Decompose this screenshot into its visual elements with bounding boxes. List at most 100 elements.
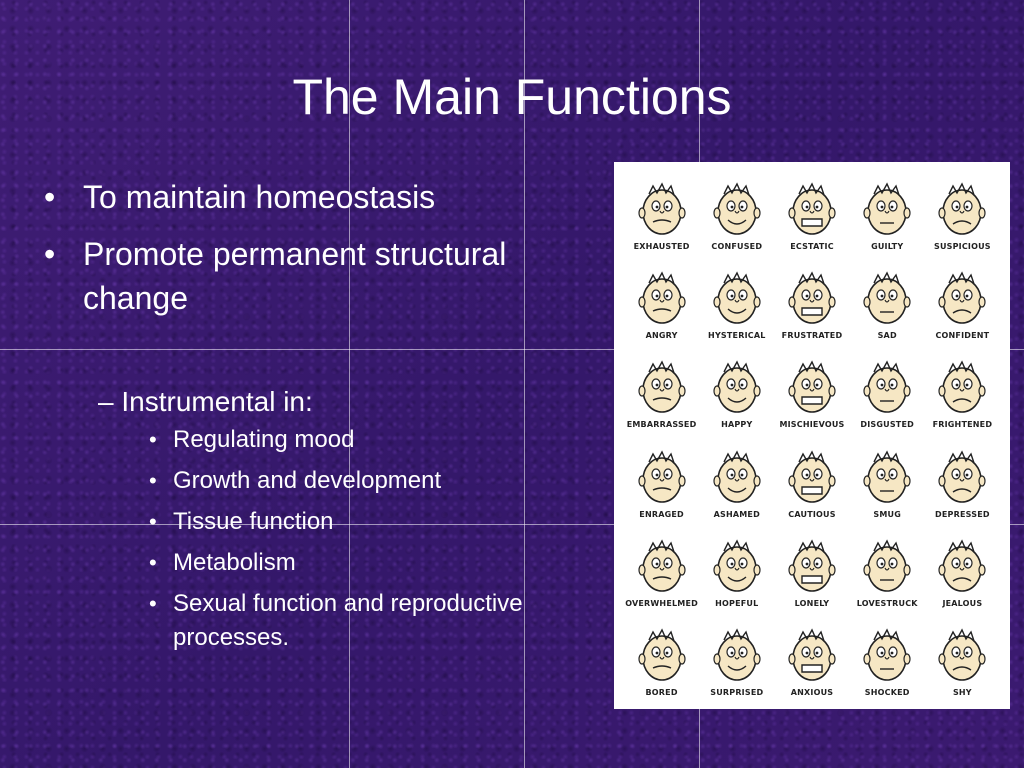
sub-bullet-item: Regulating mood <box>146 423 618 457</box>
emotion-label: DISGUSTED <box>860 420 914 430</box>
sub-bullet-item: Growth and development <box>146 464 618 498</box>
emotion-label: CONFIDENT <box>935 331 990 341</box>
emotion-label: BORED <box>645 687 678 697</box>
cartoon-face-icon <box>863 360 911 414</box>
bullet-item: Promote permanent structural change <box>40 232 603 320</box>
cartoon-face-icon <box>713 182 761 235</box>
grid-line-vertical <box>349 0 350 768</box>
cartoon-face-icon <box>938 539 986 592</box>
slide-title: The Main Functions <box>292 69 732 125</box>
cartoon-face-icon <box>938 182 986 235</box>
emotion-label: SHY <box>952 687 972 697</box>
cartoon-face-icon <box>713 450 761 503</box>
emotion-face: ECSTATIC <box>774 168 849 257</box>
cartoon-face-icon <box>637 450 686 503</box>
emotion-face: SAD <box>850 257 925 346</box>
grid-line-vertical <box>524 0 525 768</box>
cartoon-face-icon <box>637 628 686 681</box>
cartoon-face-icon <box>637 182 686 235</box>
emotion-label: EMBARRASSED <box>626 420 697 430</box>
emotion-label: SHOCKED <box>864 687 910 697</box>
emotion-faces-grid: EXHAUSTED CONFUSED ECSTATIC GUILTY SUSPICIOU… <box>624 168 1000 703</box>
cartoon-face-icon <box>938 628 986 681</box>
sub-bullet-item: Sexual function and reproductive process… <box>146 587 618 655</box>
cartoon-face-icon <box>863 450 911 503</box>
cartoon-face-icon <box>788 450 836 503</box>
sub-bullet-item: Metabolism <box>146 546 618 580</box>
sub-bullet-list: Regulating mood Growth and development T… <box>98 423 618 655</box>
emotion-face: BORED <box>624 614 699 703</box>
emotion-label: JEALOUS <box>942 598 983 608</box>
emotion-face: DEPRESSED <box>925 435 1000 524</box>
emotion-face: DISGUSTED <box>850 346 925 435</box>
emotion-label: MISCHIEVOUS <box>779 420 845 430</box>
cartoon-face-icon <box>637 271 686 325</box>
main-bullet-list: To maintain homeostasis Promote permanen… <box>40 175 620 333</box>
emotion-label: SUSPICIOUS <box>934 242 991 252</box>
cartoon-face-icon <box>788 628 836 681</box>
emotion-face: SMUG <box>850 435 925 524</box>
emotion-label: ASHAMED <box>713 509 760 519</box>
emotion-label: GUILTY <box>871 242 904 252</box>
emotion-label: SAD <box>877 331 897 341</box>
emotion-face: JEALOUS <box>925 525 1000 614</box>
emotion-label: HYSTERICAL <box>708 331 766 341</box>
emotion-face: EXHAUSTED <box>624 168 699 257</box>
emotion-face: ENRAGED <box>624 435 699 524</box>
cartoon-face-icon <box>788 360 836 414</box>
cartoon-face-icon <box>863 182 911 235</box>
emotion-face: MISCHIEVOUS <box>774 346 849 435</box>
emotion-face: EMBARRASSED <box>624 346 699 435</box>
emotion-label: DEPRESSED <box>935 509 990 519</box>
cartoon-face-icon <box>863 628 911 681</box>
emotion-face: FRUSTRATED <box>774 257 849 346</box>
emotion-face: GUILTY <box>850 168 925 257</box>
sub-bullet-item: Tissue function <box>146 505 618 539</box>
emotion-face: SHY <box>925 614 1000 703</box>
emotion-faces-image: EXHAUSTED CONFUSED ECSTATIC GUILTY SUSPICIOU… <box>614 162 1010 709</box>
emotion-label: HOPEFUL <box>715 598 759 608</box>
emotion-face: LOVESTRUCK <box>850 525 925 614</box>
emotion-face: CAUTIOUS <box>774 435 849 524</box>
emotion-label: ECSTATIC <box>790 242 834 252</box>
emotion-face: HOPEFUL <box>699 525 774 614</box>
cartoon-face-icon <box>713 539 761 592</box>
cartoon-face-icon <box>863 539 911 592</box>
emotion-label: ENRAGED <box>639 509 684 519</box>
emotion-face: HAPPY <box>699 346 774 435</box>
cartoon-face-icon <box>788 182 836 235</box>
emotion-label: ANGRY <box>645 331 678 341</box>
cartoon-face-icon <box>788 271 836 325</box>
emotion-label: CONFUSED <box>711 242 763 252</box>
cartoon-face-icon <box>863 271 911 325</box>
emotion-label: FRIGHTENED <box>932 420 993 430</box>
emotion-face: SUSPICIOUS <box>925 168 1000 257</box>
emotion-label: EXHAUSTED <box>633 242 690 252</box>
emotion-label: SMUG <box>873 509 901 519</box>
cartoon-face-icon <box>637 539 686 592</box>
emotion-label: HAPPY <box>721 420 753 430</box>
emotion-face: SURPRISED <box>699 614 774 703</box>
emotion-face: SHOCKED <box>850 614 925 703</box>
emotion-face: CONFUSED <box>699 168 774 257</box>
emotion-face: ASHAMED <box>699 435 774 524</box>
emotion-face: ANXIOUS <box>774 614 849 703</box>
emotion-face: HYSTERICAL <box>699 257 774 346</box>
cartoon-face-icon <box>788 539 836 592</box>
cartoon-face-icon <box>713 628 761 681</box>
emotion-face: LONELY <box>774 525 849 614</box>
emotion-label: SURPRISED <box>710 687 764 697</box>
emotion-label: OVERWHELMED <box>625 598 698 608</box>
emotion-face: ANGRY <box>624 257 699 346</box>
emotion-face: FRIGHTENED <box>925 346 1000 435</box>
cartoon-face-icon <box>637 360 686 414</box>
emotion-label: CAUTIOUS <box>788 509 836 519</box>
bullet-item: To maintain homeostasis <box>40 175 620 219</box>
emotion-label: LOVESTRUCK <box>856 598 918 608</box>
cartoon-face-icon <box>938 360 986 414</box>
cartoon-face-icon <box>713 360 761 414</box>
sub-section: – Instrumental in: Regulating mood Growt… <box>98 383 618 662</box>
emotion-face: OVERWHELMED <box>624 525 699 614</box>
emotion-label: LONELY <box>794 598 830 608</box>
emotion-label: ANXIOUS <box>790 687 834 697</box>
